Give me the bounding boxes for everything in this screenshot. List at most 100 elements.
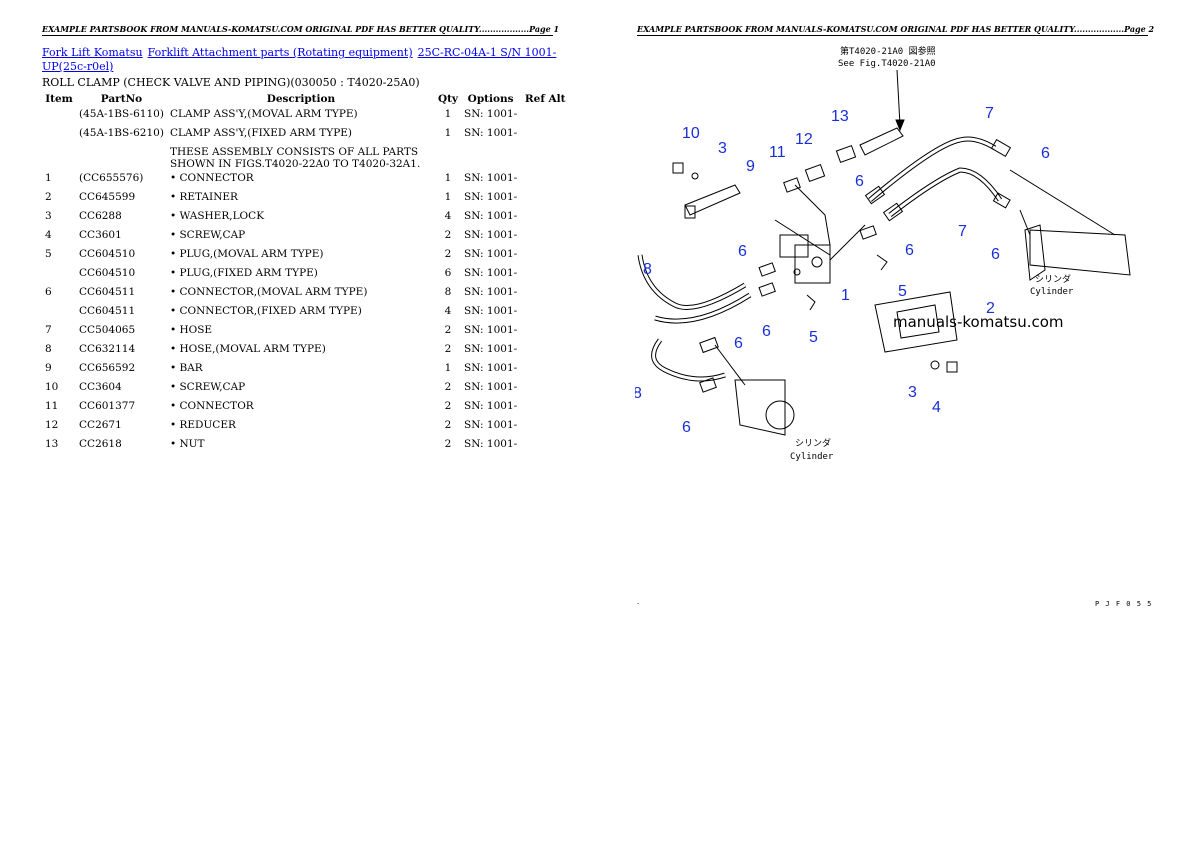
- row-item-cell: 6: [45, 286, 52, 298]
- row-options-cell: SN: 1001-: [464, 362, 518, 374]
- row-ref-alt-cell: [520, 106, 570, 125]
- row-item-cell: 2: [45, 191, 52, 203]
- row-description-cell: • CONNECTOR,(FIXED ARM TYPE): [169, 305, 362, 317]
- callout-3-lower: 3: [908, 384, 917, 401]
- row-item-cell: [42, 125, 76, 144]
- row-ref-alt-cell: [520, 417, 570, 436]
- page-header: EXAMPLE PARTSBOOK FROM MANUALS-KOMATSU.C…: [42, 24, 560, 36]
- column-header-ref-alt: Ref Alt: [524, 92, 566, 105]
- connector-11: [783, 177, 801, 193]
- parts-table: Item PartNo Description Qty Options Ref …: [42, 91, 570, 455]
- leader-line: [1019, 209, 1031, 236]
- row-description-cell: • CONNECTOR: [169, 400, 254, 412]
- row-qty-cell: 2: [444, 381, 452, 393]
- plug-5: [806, 294, 816, 311]
- row-partno-cell: CC604511: [79, 286, 136, 298]
- table-row: THESE ASSEMBLY CONSISTS OF ALL PARTS SHO…: [42, 144, 570, 170]
- row-description-cell: • SCREW,CAP: [169, 381, 246, 393]
- row-item-cell: 9: [45, 362, 52, 374]
- breadcrumb-link-model[interactable]: 25C-RC-04A-1 S/N 1001-UP(25c-r0el): [42, 46, 557, 73]
- row-ref-alt-cell: [520, 341, 570, 360]
- row-ref-alt-cell: [520, 227, 570, 246]
- breadcrumb-link-fork-lift[interactable]: Fork Lift Komatsu: [42, 46, 143, 59]
- callout-6-right: 6: [1041, 145, 1050, 162]
- figure-code: P J F 0 5 5: [1095, 600, 1153, 608]
- hose-8-upper-inner: [638, 254, 746, 309]
- figure-reference-jp: 第T4020-21A0 図参照: [840, 45, 936, 57]
- reducer-12: [804, 163, 826, 183]
- row-partno-cell: CC604510: [79, 267, 136, 279]
- row-item-cell: 4: [45, 229, 52, 241]
- watermark-text: manuals-komatsu.com: [893, 313, 1064, 331]
- row-qty-cell: 1: [444, 108, 452, 120]
- row-options-cell: SN: 1001-: [464, 229, 518, 241]
- row-item-cell: [42, 303, 76, 322]
- callout-13: 13: [831, 108, 849, 125]
- row-description-cell: • PLUG,(MOVAL ARM TYPE): [169, 248, 324, 260]
- table-header-row: Item PartNo Description Qty Options Ref …: [42, 91, 570, 106]
- row-partno-cell: CC3604: [79, 381, 122, 393]
- callout-8-top: 8: [643, 261, 652, 278]
- column-header-qty: Qty: [437, 92, 459, 105]
- callout-numbers: 1 2 3 3 4 5 5 6 6 6 6 6 6 6 6 7 7 8 8 9 …: [635, 105, 1050, 436]
- callout-2: 2: [986, 300, 995, 317]
- row-partno-cell: CC604510: [79, 248, 136, 260]
- leader-line: [829, 224, 866, 261]
- hose-8-mid-inner: [654, 293, 751, 323]
- row-partno-cell: (CC655576): [79, 172, 144, 184]
- row-ref-alt-cell: [520, 322, 570, 341]
- row-item-cell: [42, 144, 76, 170]
- row-partno-cell: (45A-1BS-6210): [79, 127, 164, 139]
- cylinder-right-body: [1029, 229, 1131, 276]
- plug-5: [876, 254, 888, 271]
- row-item-cell: 5: [45, 248, 52, 260]
- hose-8-lower-inner: [652, 339, 726, 381]
- parts-table-body: (45A-1BS-6110) CLAMP ASS'Y,(MOVAL ARM TYP…: [42, 106, 570, 455]
- callout-6-left: 6: [738, 243, 747, 260]
- hose-8-upper: [637, 254, 747, 310]
- row-options-cell: SN: 1001-: [464, 267, 518, 279]
- row-options-cell: SN: 1001-: [464, 381, 518, 393]
- leader-line: [714, 344, 746, 386]
- retainer-2-plate: [874, 291, 958, 353]
- connector-fitting: [699, 336, 719, 354]
- row-description-cell: • SCREW,CAP: [169, 229, 246, 241]
- callout-4: 4: [932, 399, 941, 416]
- row-ref-alt-cell: [520, 398, 570, 417]
- check-valve-block: [794, 244, 831, 284]
- row-description-cell: • CONNECTOR: [169, 172, 254, 184]
- row-description-cell: CLAMP ASS'Y,(MOVAL ARM TYPE): [169, 108, 358, 120]
- row-description-cell: • HOSE: [169, 324, 213, 336]
- callout-5: 5: [809, 329, 818, 346]
- callout-6-hose: 6: [734, 335, 743, 352]
- screw-10: [672, 162, 684, 174]
- row-item-cell: [42, 265, 76, 284]
- breadcrumb-link-attachment[interactable]: Forklift Attachment parts (Rotating equi…: [147, 46, 413, 59]
- cylinder-right-end: [1024, 224, 1046, 281]
- row-partno-cell: CC632114: [79, 343, 136, 355]
- reference-arrowhead: [895, 119, 905, 132]
- row-ref-alt-cell: [520, 303, 570, 322]
- row-qty-cell: 1: [444, 362, 452, 374]
- row-partno-cell: (45A-1BS-6110): [79, 108, 164, 120]
- cylinder-label-left: Cylinder: [790, 452, 834, 462]
- callout-6-mid: 6: [905, 242, 914, 259]
- hose-7-lower-inner: [889, 168, 1002, 217]
- row-ref-alt-cell: [520, 265, 570, 284]
- row-options-cell: SN: 1001-: [464, 108, 518, 120]
- row-qty-cell: 1: [444, 172, 452, 184]
- row-partno-cell: CC656592: [79, 362, 136, 374]
- row-ref-alt-cell: [520, 284, 570, 303]
- row-partno-cell: CC601377: [79, 400, 136, 412]
- row-options-cell: SN: 1001-: [464, 210, 518, 222]
- exploded-parts-diagram: 第T4020-21A0 図参照 See Fig.T4020-21A0 シリンダ …: [635, 45, 1131, 462]
- row-partno-cell: CC504065: [79, 324, 136, 336]
- row-ref-alt-cell: [520, 189, 570, 208]
- callout-9: 9: [746, 158, 755, 175]
